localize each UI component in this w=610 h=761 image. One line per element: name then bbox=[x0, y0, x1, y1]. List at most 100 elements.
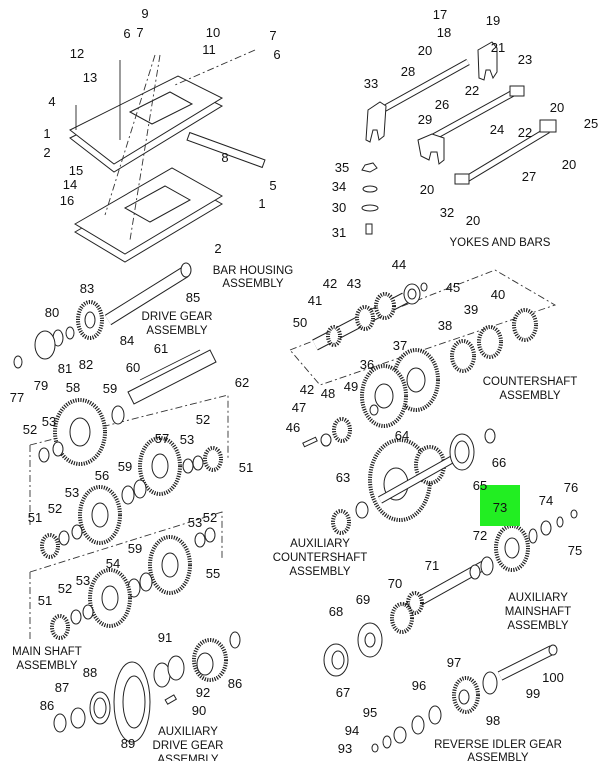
callout-53[interactable]: 53 bbox=[180, 432, 194, 447]
callout-53[interactable]: 53 bbox=[76, 573, 90, 588]
callout-13[interactable]: 13 bbox=[83, 70, 97, 85]
callout-11[interactable]: 11 bbox=[202, 42, 216, 57]
callout-21[interactable]: 21 bbox=[491, 40, 505, 55]
callout-45[interactable]: 45 bbox=[446, 280, 460, 295]
callout-16[interactable]: 16 bbox=[60, 193, 74, 208]
callout-90[interactable]: 90 bbox=[192, 703, 206, 718]
callout-64[interactable]: 64 bbox=[395, 428, 409, 443]
callout-92[interactable]: 92 bbox=[196, 685, 210, 700]
callout-20[interactable]: 20 bbox=[550, 100, 564, 115]
callout-79[interactable]: 79 bbox=[34, 378, 48, 393]
callout-22[interactable]: 22 bbox=[465, 83, 479, 98]
callout-97[interactable]: 97 bbox=[447, 655, 461, 670]
callout-24[interactable]: 24 bbox=[490, 122, 504, 137]
callout-31[interactable]: 31 bbox=[332, 225, 346, 240]
callout-93[interactable]: 93 bbox=[338, 741, 352, 756]
callout-70[interactable]: 70 bbox=[388, 576, 402, 591]
callout-65[interactable]: 65 bbox=[473, 478, 487, 493]
callout-23[interactable]: 23 bbox=[518, 52, 532, 67]
callout-46[interactable]: 46 bbox=[286, 420, 300, 435]
callout-14[interactable]: 14 bbox=[63, 177, 77, 192]
callout-22[interactable]: 22 bbox=[518, 125, 532, 140]
callout-85[interactable]: 85 bbox=[186, 290, 200, 305]
callout-71[interactable]: 71 bbox=[425, 558, 439, 573]
callout-15[interactable]: 15 bbox=[69, 163, 83, 178]
callout-57[interactable]: 57 bbox=[155, 431, 169, 446]
callout-17[interactable]: 17 bbox=[433, 7, 447, 22]
callout-91[interactable]: 91 bbox=[158, 630, 172, 645]
callout-12[interactable]: 12 bbox=[70, 46, 84, 61]
callout-51[interactable]: 51 bbox=[28, 510, 42, 525]
callout-96[interactable]: 96 bbox=[412, 678, 426, 693]
callout-75[interactable]: 75 bbox=[568, 543, 582, 558]
callout-59[interactable]: 59 bbox=[128, 541, 142, 556]
callout-59[interactable]: 59 bbox=[103, 381, 117, 396]
callout-6[interactable]: 6 bbox=[123, 26, 130, 41]
callout-98[interactable]: 98 bbox=[486, 713, 500, 728]
callout-66[interactable]: 66 bbox=[492, 455, 506, 470]
callout-74[interactable]: 74 bbox=[539, 493, 553, 508]
highlighted-part-marker[interactable] bbox=[480, 485, 520, 526]
callout-47[interactable]: 47 bbox=[292, 400, 306, 415]
callout-69[interactable]: 69 bbox=[356, 592, 370, 607]
callout-25[interactable]: 25 bbox=[584, 116, 598, 131]
callout-20[interactable]: 20 bbox=[466, 213, 480, 228]
callout-44[interactable]: 44 bbox=[392, 257, 406, 272]
callout-81[interactable]: 81 bbox=[58, 361, 72, 376]
callout-100[interactable]: 100 bbox=[542, 670, 564, 685]
callout-20[interactable]: 20 bbox=[418, 43, 432, 58]
callout-9[interactable]: 9 bbox=[141, 6, 148, 21]
callout-28[interactable]: 28 bbox=[401, 64, 415, 79]
callout-68[interactable]: 68 bbox=[329, 604, 343, 619]
callout-51[interactable]: 51 bbox=[239, 460, 253, 475]
callout-34[interactable]: 34 bbox=[332, 179, 346, 194]
callout-4[interactable]: 4 bbox=[48, 94, 55, 109]
callout-40[interactable]: 40 bbox=[491, 287, 505, 302]
callout-61[interactable]: 61 bbox=[154, 341, 168, 356]
callout-36[interactable]: 36 bbox=[360, 357, 374, 372]
callout-80[interactable]: 80 bbox=[45, 305, 59, 320]
callout-2[interactable]: 2 bbox=[43, 145, 50, 160]
callout-52[interactable]: 52 bbox=[203, 510, 217, 525]
callout-32[interactable]: 32 bbox=[440, 205, 454, 220]
callout-87[interactable]: 87 bbox=[55, 680, 69, 695]
callout-59[interactable]: 59 bbox=[118, 459, 132, 474]
callout-86[interactable]: 86 bbox=[228, 676, 242, 691]
callout-2[interactable]: 2 bbox=[214, 241, 221, 256]
callout-7[interactable]: 7 bbox=[136, 25, 143, 40]
callout-83[interactable]: 83 bbox=[80, 281, 94, 296]
callout-41[interactable]: 41 bbox=[308, 293, 322, 308]
callout-42[interactable]: 42 bbox=[300, 382, 314, 397]
callout-55[interactable]: 55 bbox=[206, 566, 220, 581]
callout-60[interactable]: 60 bbox=[126, 360, 140, 375]
callout-54[interactable]: 54 bbox=[106, 556, 120, 571]
callout-56[interactable]: 56 bbox=[95, 468, 109, 483]
callout-37[interactable]: 37 bbox=[393, 338, 407, 353]
callout-99[interactable]: 99 bbox=[526, 686, 540, 701]
callout-52[interactable]: 52 bbox=[23, 422, 37, 437]
callout-42[interactable]: 42 bbox=[323, 276, 337, 291]
callout-20[interactable]: 20 bbox=[420, 182, 434, 197]
callout-48[interactable]: 48 bbox=[321, 386, 335, 401]
callout-1[interactable]: 1 bbox=[43, 126, 50, 141]
callout-7[interactable]: 7 bbox=[269, 28, 276, 43]
callout-30[interactable]: 30 bbox=[332, 200, 346, 215]
callout-52[interactable]: 52 bbox=[48, 501, 62, 516]
callout-94[interactable]: 94 bbox=[345, 723, 359, 738]
callout-29[interactable]: 29 bbox=[418, 112, 432, 127]
callout-43[interactable]: 43 bbox=[347, 276, 361, 291]
callout-35[interactable]: 35 bbox=[335, 160, 349, 175]
callout-highlighted[interactable]: 73 bbox=[493, 500, 507, 515]
callout-18[interactable]: 18 bbox=[437, 25, 451, 40]
callout-26[interactable]: 26 bbox=[435, 97, 449, 112]
callout-88[interactable]: 88 bbox=[83, 665, 97, 680]
callout-19[interactable]: 19 bbox=[486, 13, 500, 28]
callout-67[interactable]: 67 bbox=[336, 685, 350, 700]
callout-38[interactable]: 38 bbox=[438, 318, 452, 333]
callout-72[interactable]: 72 bbox=[473, 528, 487, 543]
callout-27[interactable]: 27 bbox=[522, 169, 536, 184]
callout-51[interactable]: 51 bbox=[38, 593, 52, 608]
callout-58[interactable]: 58 bbox=[66, 380, 80, 395]
callout-62[interactable]: 62 bbox=[235, 375, 249, 390]
callout-84[interactable]: 84 bbox=[120, 333, 134, 348]
